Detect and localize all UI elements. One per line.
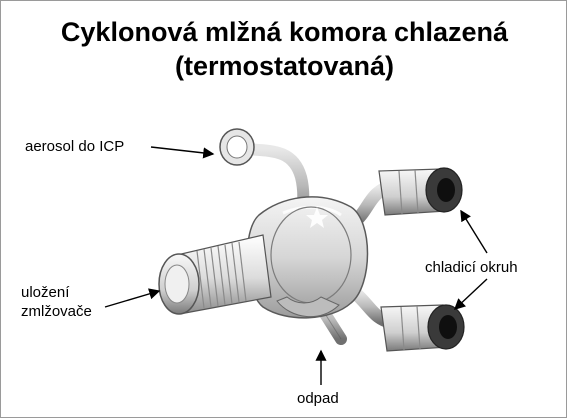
arrow-aerosol <box>151 147 213 154</box>
label-nebulizer-line-1: uložení <box>21 283 92 302</box>
arrow-cooling-upper <box>461 211 487 253</box>
label-waste: odpad <box>297 389 339 408</box>
lower-coupler <box>381 305 464 351</box>
label-nebulizer-line-2: zmlžovače <box>21 302 92 321</box>
label-nebulizer: uložení zmlžovače <box>21 283 92 321</box>
arrow-cooling-lower <box>455 279 487 309</box>
label-aerosol: aerosol do ICP <box>25 137 124 156</box>
nebulizer-holder <box>159 235 271 314</box>
label-cooling: chladicí okruh <box>425 258 518 277</box>
upper-coupler <box>379 168 462 215</box>
arrow-nebulizer <box>105 291 159 307</box>
